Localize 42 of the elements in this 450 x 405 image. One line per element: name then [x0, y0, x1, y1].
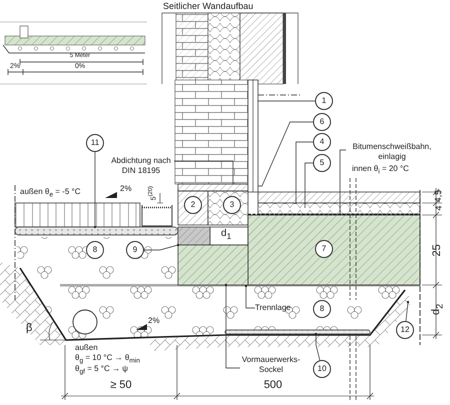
dimension-label: ≥ 50 — [109, 379, 133, 392]
dimension-label: 4,5 — [433, 190, 444, 202]
callout-number: 12 — [396, 321, 414, 339]
drainage-layer — [224, 330, 370, 334]
leader-line — [296, 142, 314, 204]
dimension-label: 500 — [262, 379, 284, 392]
callout-number: 11 — [86, 134, 104, 152]
leader-line — [406, 300, 410, 322]
dimension-label: 4 — [433, 206, 444, 211]
coping-layer — [178, 184, 248, 192]
leader-line — [340, 150, 346, 214]
note-text: 2% — [148, 316, 160, 326]
leader-line — [258, 122, 314, 186]
window-frame — [248, 80, 258, 192]
leader-line — [304, 162, 314, 208]
bedding-layer — [14, 226, 178, 236]
note-text: d$_{1}$ — [221, 228, 232, 242]
note-text: θ$_{g}$ = 10 °C → θ$_{min}$ — [75, 353, 140, 365]
note-text: Seitlicher Wandaufbau — [163, 1, 254, 12]
leader-line — [224, 284, 240, 368]
leader-line — [94, 152, 96, 228]
leader-line — [258, 100, 316, 102]
callout-text: Abdichtung nach DIN 18195 — [108, 156, 174, 176]
callout-number: 10 — [313, 360, 331, 378]
masonry-block — [178, 226, 210, 246]
callout-number: 4 — [313, 133, 331, 151]
dimension-label: 25 — [430, 244, 444, 256]
callout-text: Vormauerwerks-Sockel — [240, 355, 302, 375]
note-text: außen θ$_{e}$ = -5 °C — [20, 187, 80, 200]
note-text: innen θ$_{i}$ = 20 °C — [352, 164, 409, 176]
callout-number: 6 — [313, 113, 331, 131]
note-text: 2% — [120, 184, 132, 194]
note-text: θ$_{gf}$ = 5 °C → ψ — [75, 364, 128, 376]
concrete-slab — [178, 244, 248, 286]
leader-line — [244, 284, 256, 308]
note-text: β — [26, 322, 32, 335]
callout-number: 5 — [313, 154, 331, 172]
callout-number: 1 — [315, 92, 333, 110]
note-text: außen — [75, 343, 98, 352]
leader-line — [314, 332, 320, 361]
leader-line — [144, 244, 180, 250]
callout-text: Trennlage — [255, 303, 295, 313]
